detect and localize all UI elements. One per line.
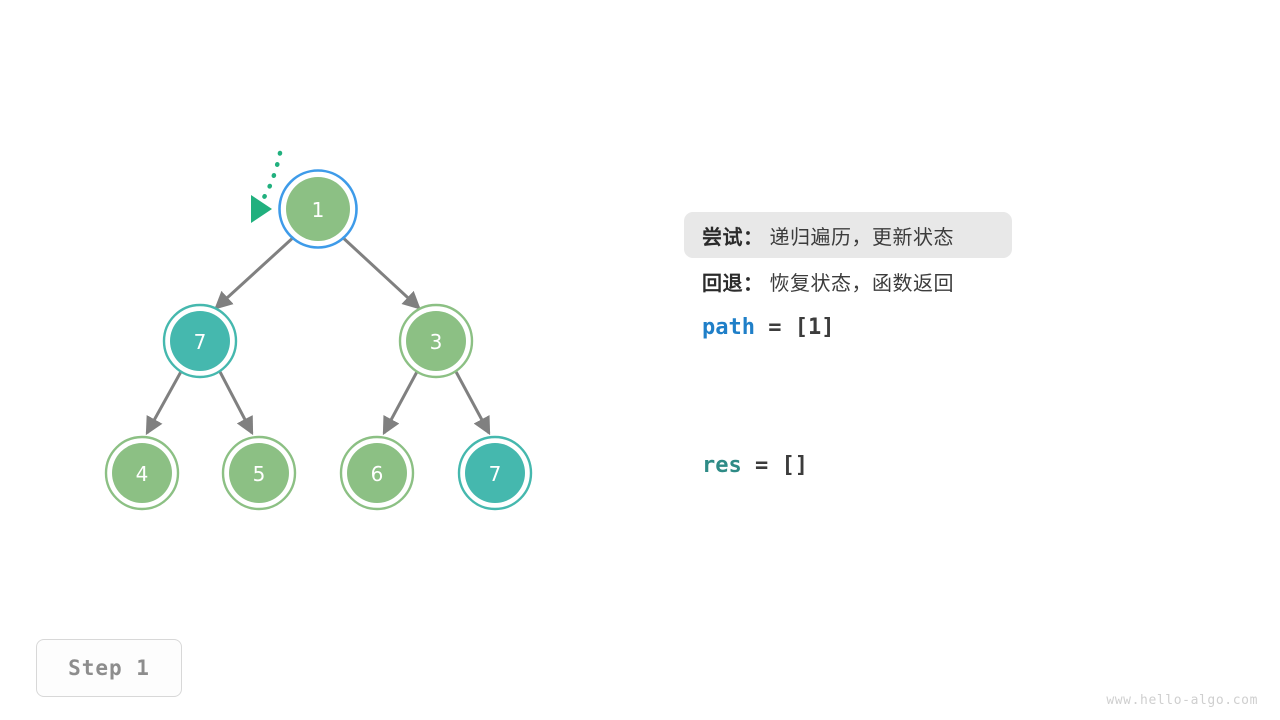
info-spacer-b — [684, 396, 1244, 442]
tree-node-7-right[interactable]: 7 — [457, 435, 533, 511]
tree-node-7-left[interactable]: 7 — [162, 303, 238, 379]
info-spacer-a — [684, 350, 1244, 396]
backtrack-phase-line: 回退： 恢复状态，函数返回 — [684, 258, 1244, 304]
tree-node-4-label: 4 — [136, 462, 149, 486]
tree-node-5[interactable]: 5 — [221, 435, 297, 511]
tree-node-7-left-label: 7 — [194, 330, 207, 354]
traversal-pointer — [251, 150, 283, 223]
step-badge-label: Step 1 — [68, 656, 150, 680]
res-variable-name: res — [702, 452, 742, 478]
tree-node-5-label: 5 — [253, 462, 266, 486]
edge-1-7 — [214, 233, 298, 310]
state-info-panel: 尝试： 递归遍历，更新状态 回退： 恢复状态，函数返回 path = [1] r… — [684, 212, 1244, 488]
try-phase-line: 尝试： 递归遍历，更新状态 — [684, 212, 1012, 258]
step-badge: Step 1 — [36, 639, 182, 697]
tree-node-1-label: 1 — [312, 198, 325, 222]
tree-node-6[interactable]: 6 — [339, 435, 415, 511]
edge-7-4 — [145, 367, 185, 436]
tree-edges — [145, 233, 491, 436]
edge-3-6 — [382, 367, 421, 436]
edge-3-7 — [452, 367, 491, 436]
path-variable-name: path — [702, 314, 755, 340]
backtrack-phase-value: 恢复状态，函数返回 — [769, 270, 954, 295]
path-variable-value: = [1] — [754, 314, 835, 340]
res-variable-line: res = [] — [684, 442, 1244, 488]
watermark: www.hello-algo.com — [1106, 693, 1258, 708]
tree-node-3[interactable]: 3 — [398, 303, 474, 379]
tree-node-6-label: 6 — [371, 462, 384, 486]
try-phase-key: 尝试： — [702, 224, 764, 249]
tree-node-7-right-label: 7 — [489, 462, 502, 486]
edge-7-5 — [216, 367, 254, 436]
backtrack-phase-key: 回退： — [702, 270, 764, 295]
tree-node-3-label: 3 — [430, 330, 443, 354]
try-phase-value: 递归遍历，更新状态 — [769, 224, 954, 249]
tree-node-1[interactable]: 1 — [278, 169, 358, 249]
path-variable-line: path = [1] — [684, 304, 1244, 350]
edge-1-3 — [338, 233, 421, 310]
tree-node-4[interactable]: 4 — [104, 435, 180, 511]
res-variable-value: = [] — [741, 452, 808, 478]
